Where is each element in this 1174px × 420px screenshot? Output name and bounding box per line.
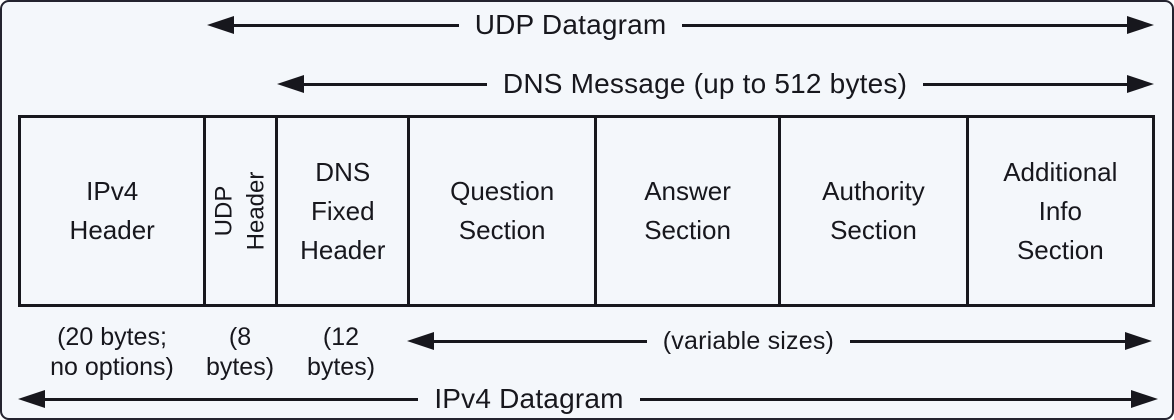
arrowhead-left-icon	[207, 16, 234, 34]
arrowhead-right-icon	[1125, 332, 1152, 350]
box-additional-info-section: Additional Info Section	[1003, 156, 1118, 265]
arrowhead-left-icon	[407, 332, 434, 350]
arrow-line	[682, 23, 1127, 27]
box-ipv4-header: IPv4 Header	[21, 118, 207, 304]
box-udp-header: UDP Header	[206, 118, 279, 304]
variable-sizes-label: (variable sizes)	[662, 326, 835, 355]
arrow-line	[850, 339, 1125, 343]
variable-sizes-span-arrow: (variable sizes)	[407, 327, 1152, 355]
ipv4-datagram-label: IPv4 Datagram	[434, 383, 624, 414]
ipv4-header-size-note: (20 bytes; no options)	[50, 323, 174, 381]
dns-message-label: DNS Message (up to 512 bytes)	[502, 68, 908, 99]
arrow-line	[923, 82, 1127, 86]
arrow-line	[639, 397, 1131, 401]
arrowhead-right-icon	[1127, 16, 1154, 34]
udp-header-rotated-label: UDP Header	[210, 171, 270, 251]
arrow-line	[434, 339, 647, 343]
arrowhead-right-icon	[1127, 75, 1154, 93]
box-answer-section: Answer Section	[597, 118, 782, 304]
udp-datagram-label: UDP Datagram	[474, 9, 667, 40]
protocol-box-row: IPv4 Header UDP Header DNS Fixed Header …	[18, 115, 1155, 307]
arrow-line	[304, 82, 487, 86]
arrow-line	[234, 23, 459, 27]
arrowhead-left-icon	[18, 390, 45, 408]
dns-fixed-header-size-note: (12 bytes)	[306, 323, 376, 381]
arrowhead-right-icon	[1131, 390, 1158, 408]
box-question-section: Question Section	[410, 118, 597, 304]
arrow-line	[45, 397, 419, 401]
arrowhead-left-icon	[277, 75, 304, 93]
box-authority-section: Authority Section	[781, 118, 969, 304]
ipv4-datagram-span-arrow: IPv4 Datagram	[18, 383, 1158, 414]
udp-datagram-span-arrow: UDP Datagram	[207, 9, 1154, 40]
box-dns-fixed-header: DNS Fixed Header	[278, 118, 411, 304]
udp-header-size-note: (8 bytes)	[205, 323, 275, 381]
dns-message-span-arrow: DNS Message (up to 512 bytes)	[277, 68, 1154, 99]
